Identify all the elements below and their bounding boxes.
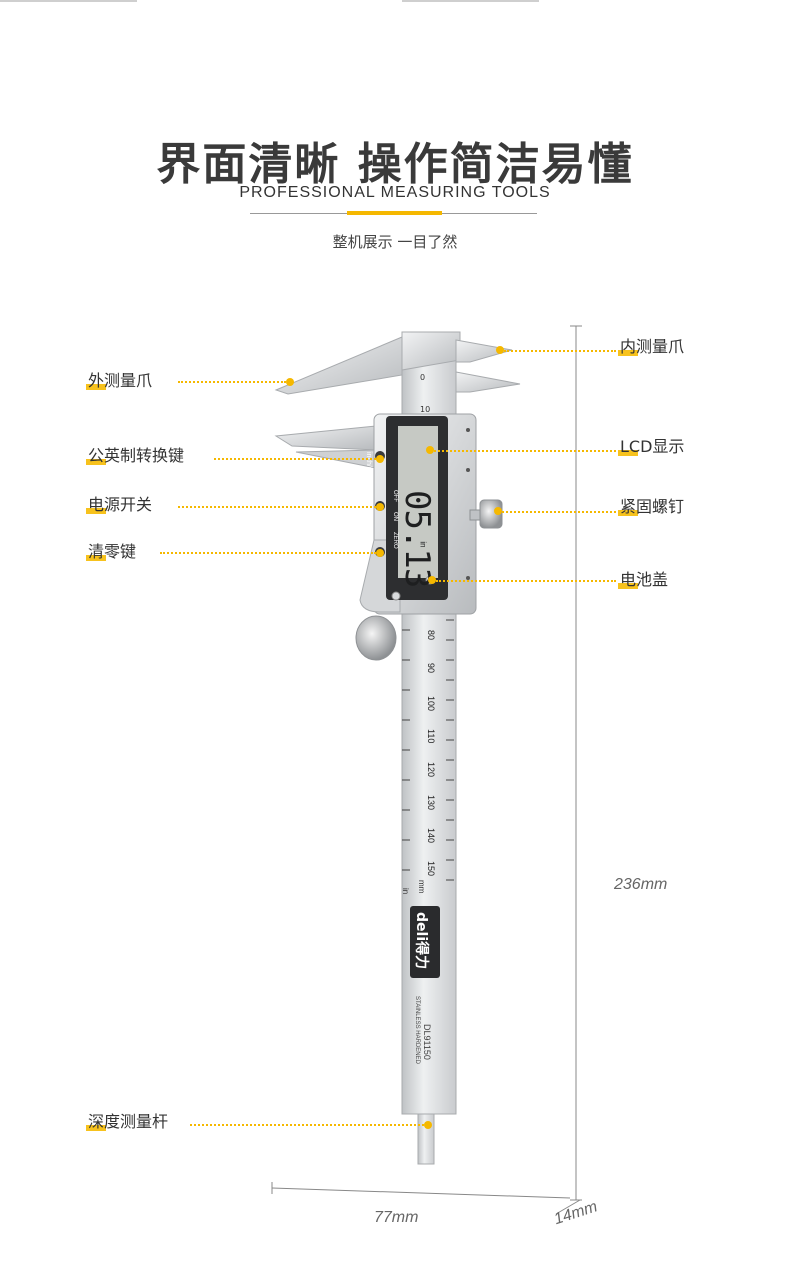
marker-zero-key bbox=[376, 549, 384, 557]
scale-unit-mm: mm bbox=[417, 880, 426, 894]
leader-lcd bbox=[434, 450, 616, 452]
page-tagline: 整机展示 一目了然 bbox=[332, 233, 458, 251]
scale-number: 90 bbox=[426, 663, 436, 674]
scale-unit-in: in bbox=[401, 888, 410, 895]
callout-lock-screw: 紧固螺钉 bbox=[618, 497, 685, 516]
marker-lcd bbox=[426, 446, 434, 454]
leader-inner-jaw bbox=[504, 350, 616, 352]
leader-power bbox=[178, 506, 376, 508]
material-text: STAINLESS HARDENED bbox=[414, 996, 420, 1064]
lcd-readout: 05.13 bbox=[397, 490, 437, 588]
marker-depth-rod bbox=[424, 1121, 432, 1129]
dimension-length: 236mm bbox=[614, 876, 668, 893]
callout-unit-key: 公英制转换键 bbox=[86, 446, 185, 465]
callout-zero-key: 清零键 bbox=[86, 542, 137, 561]
marker-inner-jaw bbox=[496, 346, 504, 354]
brand-logo: deli得力 bbox=[413, 912, 429, 970]
leader-lock-screw bbox=[502, 511, 616, 513]
callout-inner-jaw: 内测量爪 bbox=[618, 337, 685, 356]
callout-outer-jaw: 外测量爪 bbox=[86, 371, 153, 390]
dimension-width: 77mm bbox=[374, 1209, 419, 1226]
callout-power: 电源开关 bbox=[86, 495, 153, 514]
thumb-roller bbox=[355, 615, 397, 661]
model-number: DL91150 bbox=[422, 1024, 432, 1060]
scale-number: 110 bbox=[426, 729, 436, 744]
page-title: 界面清晰 操作简洁易懂 bbox=[156, 139, 634, 190]
scale-number: 100 bbox=[426, 696, 436, 712]
page-subtitle: PROFESSIONAL MEASURING TOOLS bbox=[239, 184, 551, 201]
leader-outer-jaw bbox=[178, 381, 286, 383]
btn-zero-label: ZERO bbox=[392, 532, 398, 549]
scale-number: 140 bbox=[426, 828, 436, 844]
callout-lcd: LCD显示 bbox=[618, 437, 685, 456]
leader-unit-key bbox=[214, 458, 376, 460]
marker-battery-cover bbox=[428, 576, 436, 584]
btn-on-label: ON bbox=[392, 512, 398, 521]
scale-number: 80 bbox=[426, 630, 436, 641]
top-border-left bbox=[0, 0, 137, 2]
marker-outer-jaw bbox=[286, 378, 294, 386]
scale-number: 130 bbox=[426, 795, 436, 811]
brand-plate bbox=[410, 906, 440, 978]
outer-jaw-shape bbox=[274, 336, 403, 395]
btn-unit-label: inch/mm bbox=[365, 452, 372, 479]
leader-zero-key bbox=[160, 552, 376, 554]
leader-battery-cover bbox=[436, 580, 616, 582]
marker-unit-key bbox=[376, 455, 384, 463]
inner-jaw-shape bbox=[455, 339, 513, 363]
marker-power bbox=[376, 503, 384, 511]
callout-battery-cover: 电池盖 bbox=[618, 570, 669, 589]
scale-number: 120 bbox=[426, 762, 436, 778]
marker-lock-screw bbox=[494, 507, 502, 515]
divider-accent bbox=[347, 211, 442, 215]
btn-off-label: OFF bbox=[392, 490, 398, 502]
callout-depth-rod: 深度测量杆 bbox=[86, 1112, 169, 1131]
top-border-right bbox=[402, 0, 539, 2]
svg-text:0: 0 bbox=[420, 373, 425, 382]
svg-text:10: 10 bbox=[420, 405, 430, 414]
leader-depth-rod bbox=[190, 1124, 424, 1126]
lcd-unit: in bbox=[418, 541, 428, 548]
scale-number: 150 bbox=[426, 861, 436, 877]
